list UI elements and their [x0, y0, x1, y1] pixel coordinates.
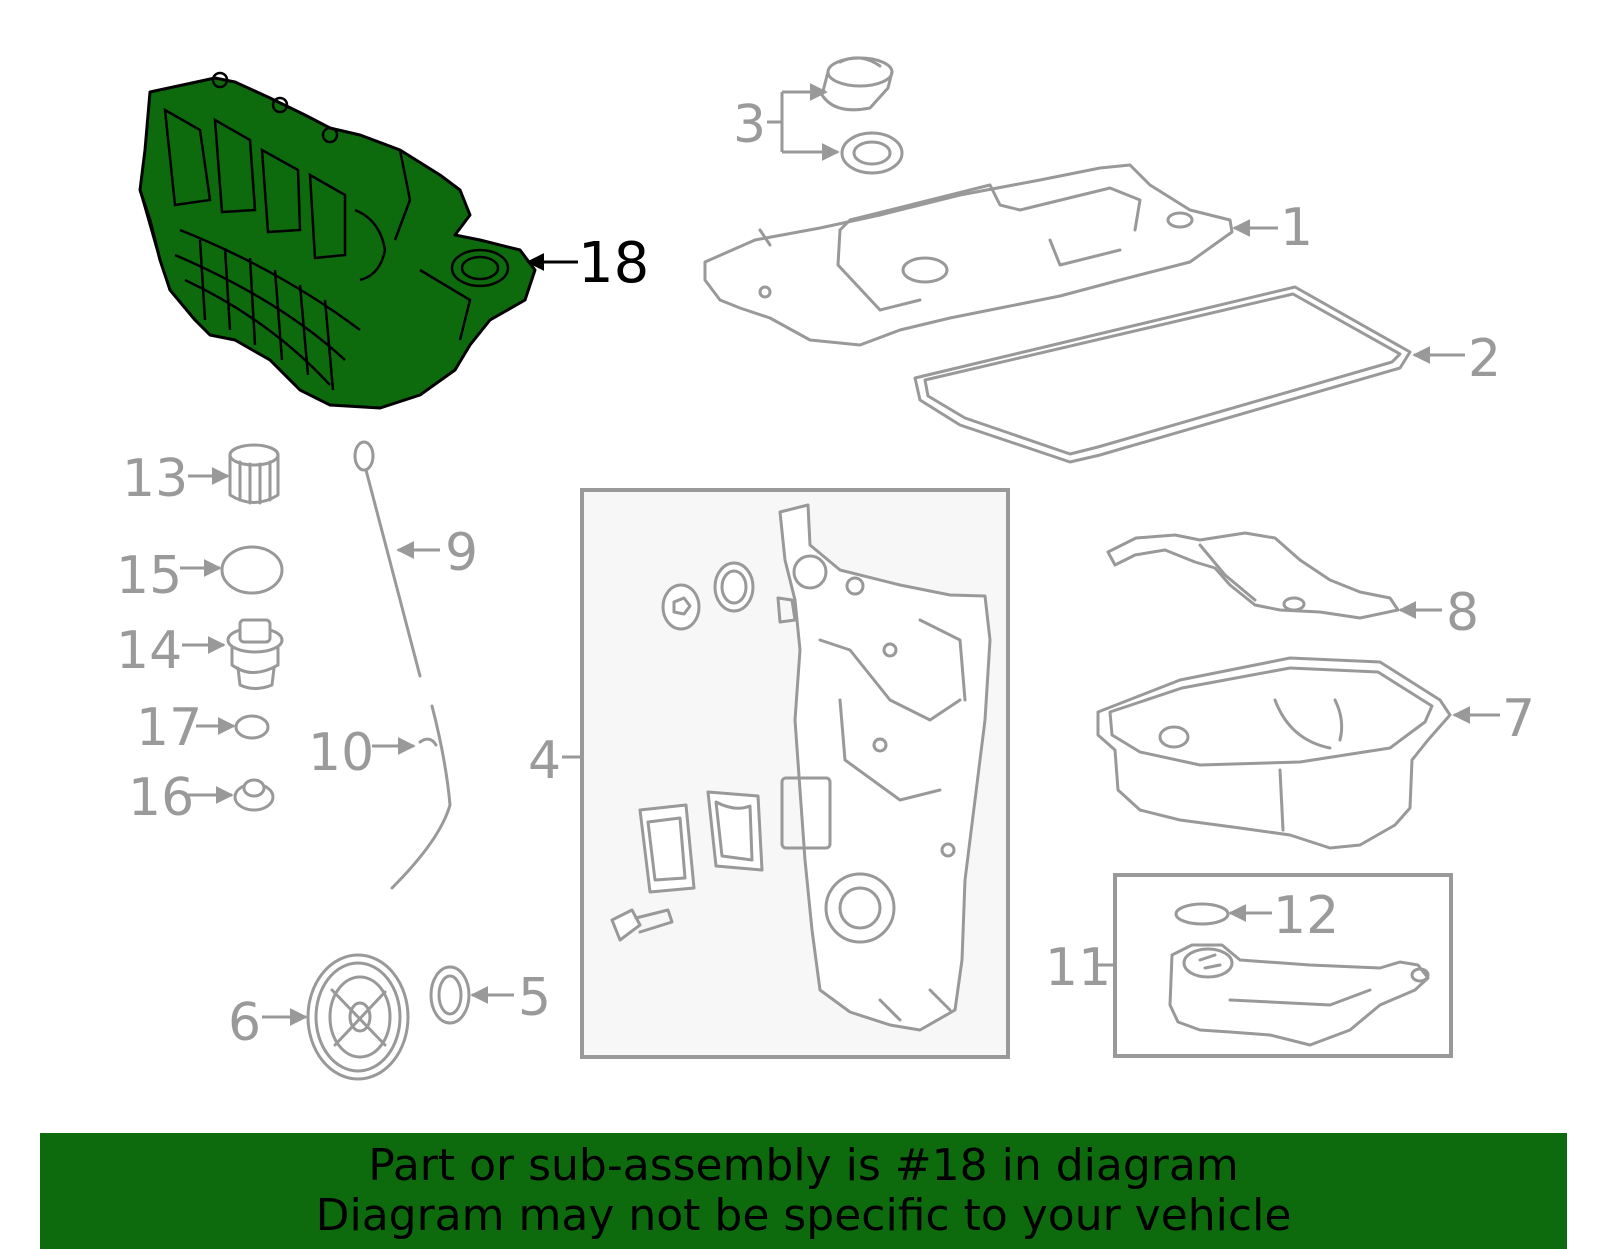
crank-seal-part-5[interactable] — [429, 965, 471, 1025]
callout-16: 16 — [128, 768, 194, 828]
callout-4: 4 — [528, 731, 561, 791]
callout-11: 11 — [1045, 938, 1111, 998]
callout-17: 17 — [136, 698, 202, 758]
callout-12: 12 — [1273, 886, 1339, 946]
callout-1: 1 — [1280, 198, 1313, 258]
callout-9: 9 — [445, 523, 478, 583]
banner-line-2: Diagram may not be specific to your vehi… — [315, 1190, 1292, 1241]
baffle-plate-part-8[interactable] — [1106, 531, 1400, 620]
small-o-ring-part-17[interactable] — [234, 714, 270, 740]
callout-13: 13 — [122, 449, 188, 509]
callout-18: 18 — [578, 231, 649, 296]
dipstick-tube-part-10[interactable] — [390, 704, 452, 890]
callout-6: 6 — [228, 993, 261, 1053]
callout-2: 2 — [1468, 329, 1501, 389]
strainer-gasket-part-12[interactable] — [1174, 902, 1230, 926]
callout-8: 8 — [1446, 583, 1479, 643]
valve-cover-gasket-part-2[interactable] — [913, 285, 1412, 464]
intake-manifold-part-18[interactable] — [138, 71, 537, 410]
info-banner: Part or sub-assembly is #18 in diagram D… — [40, 1133, 1567, 1249]
callout-7: 7 — [1502, 689, 1535, 749]
oil-pan-part-7[interactable] — [1096, 656, 1452, 850]
drain-plug-part-16[interactable] — [233, 778, 275, 812]
oil-filler-cap-part-3[interactable] — [820, 56, 904, 175]
dipstick-part-9[interactable] — [353, 440, 422, 678]
callout-14: 14 — [116, 621, 182, 681]
filter-cap-part-14[interactable] — [226, 618, 284, 690]
oil-filter-part-13[interactable] — [228, 443, 280, 505]
callout-5: 5 — [518, 968, 551, 1028]
callout-15: 15 — [116, 546, 182, 606]
callout-3: 3 — [733, 95, 766, 155]
valve-cover-part-1[interactable] — [703, 163, 1234, 347]
timing-cover-group-part-4[interactable] — [580, 488, 1010, 1059]
crankshaft-pulley-part-6[interactable] — [306, 953, 410, 1081]
oil-strainer-group-part-11[interactable] — [1113, 873, 1453, 1058]
banner-line-1: Part or sub-assembly is #18 in diagram — [368, 1140, 1239, 1191]
o-ring-part-15[interactable] — [220, 545, 284, 595]
callout-10: 10 — [308, 723, 374, 783]
